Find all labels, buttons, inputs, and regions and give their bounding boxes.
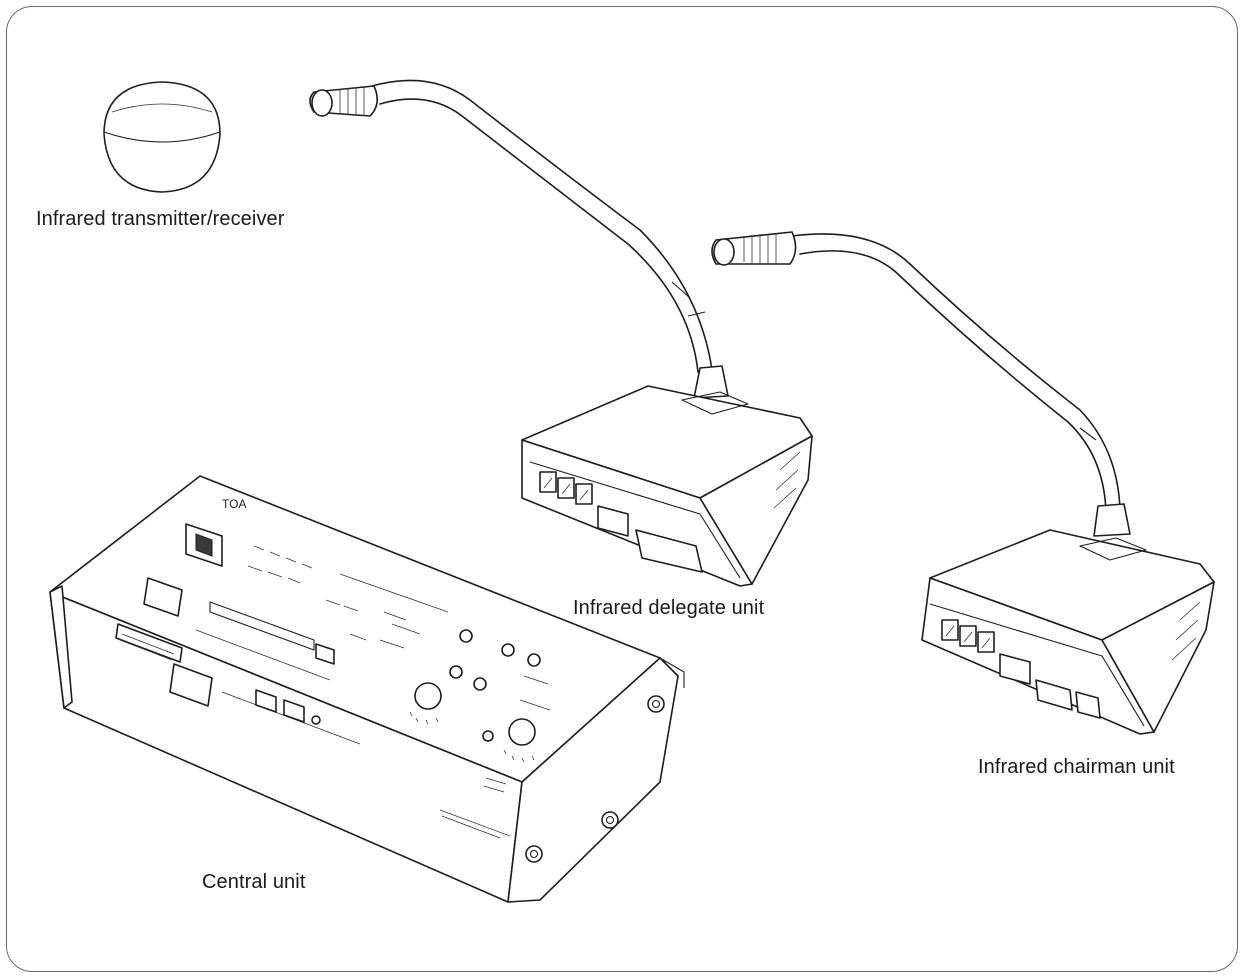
label-infrared-delegate-unit: Infrared delegate unit	[573, 597, 765, 619]
infrared-delegate-unit-drawing	[309, 79, 813, 587]
label-infrared-transmitter-receiver: Infrared transmitter/receiver	[36, 208, 285, 230]
central-unit-brand: TOA	[222, 497, 246, 511]
central-unit-drawing: TOA	[49, 475, 685, 903]
label-infrared-chairman-unit: Infrared chairman unit	[978, 756, 1175, 778]
label-central-unit: Central unit	[202, 871, 306, 893]
infrared-chairman-unit-drawing	[711, 231, 1215, 735]
infrared-transmitter-receiver-drawing	[103, 81, 221, 193]
